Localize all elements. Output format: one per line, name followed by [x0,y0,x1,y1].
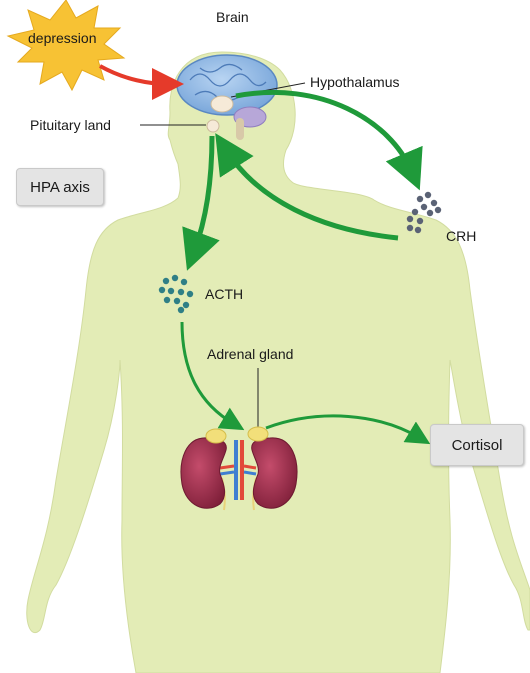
hpa-axis-box: HPA axis [16,168,104,206]
kidneys [180,426,298,511]
hypothalamus-to-crh-arrow [235,89,423,191]
depression-arrow [99,64,184,100]
acth-to-adrenal-arrow [180,321,245,431]
left-kidney [180,437,227,509]
right-adrenal-gland [247,426,269,442]
hypothalamus-label: Hypothalamus [310,74,400,90]
acth-molecules [158,274,194,314]
brainstem [236,118,244,140]
brain-label: Brain [216,9,249,25]
pituitary-label: Pituitary land [30,117,111,133]
cortisol-box: Cortisol [430,424,524,466]
acth-label: ACTH [205,286,244,302]
adrenal-to-cortisol-arrow [265,414,431,445]
depression-label: depression [28,30,97,46]
crh-to-pituitary-arrow [215,133,399,241]
body-silhouette [26,51,530,673]
adrenal-gland-label: Adrenal gland [207,346,294,362]
right-kidney [251,437,298,509]
depression-burst [6,0,126,92]
pituitary-shape [206,119,220,133]
pituitary-to-acth-arrow [182,135,220,271]
hypothalamus-shape [210,95,234,113]
left-adrenal-gland [205,428,227,444]
crh-label: CRH [446,228,477,244]
crh-molecules [406,191,442,234]
